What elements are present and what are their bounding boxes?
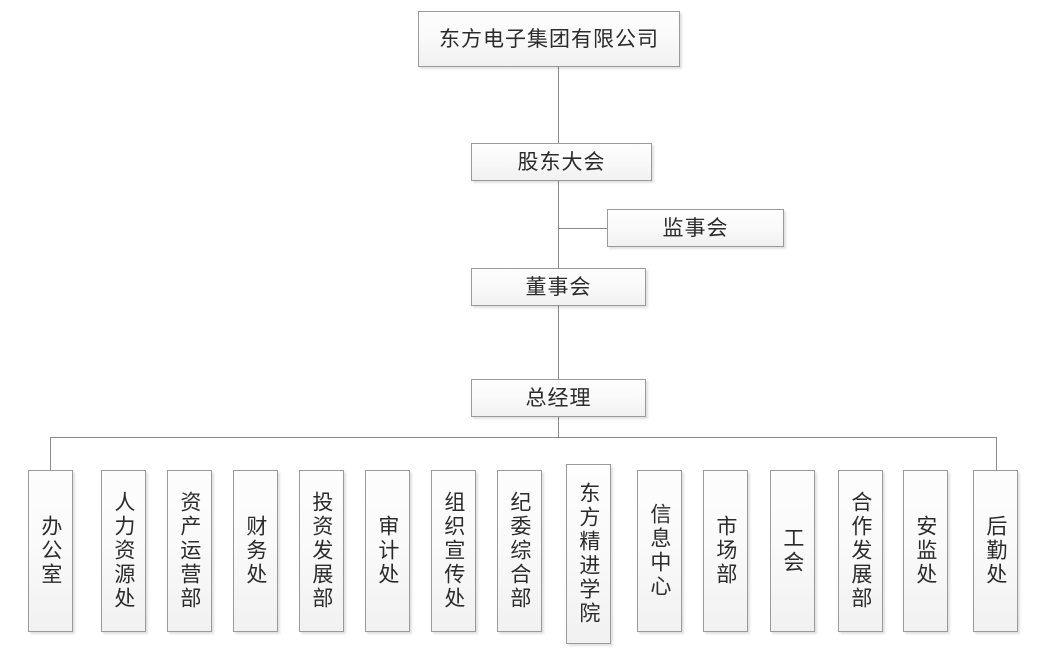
- org-node-board-of-directors[interactable]: 董事会: [471, 268, 646, 306]
- org-node-department-label: 合作发展部: [848, 491, 873, 611]
- org-node-department-label: 纪委综合部: [507, 491, 532, 611]
- org-node-department[interactable]: 资产运营部: [167, 470, 212, 632]
- org-node-general-manager[interactable]: 总经理: [471, 379, 646, 417]
- connector-shareholders-to-directors: [558, 181, 559, 268]
- org-node-department-label: 安监处: [913, 515, 938, 587]
- org-node-department[interactable]: 工会: [770, 470, 815, 632]
- org-node-company-label: 东方电子集团有限公司: [439, 26, 659, 51]
- org-node-department-label: 资产运营部: [177, 491, 202, 611]
- org-node-department-label: 信息中心: [647, 503, 672, 599]
- org-node-company[interactable]: 东方电子集团有限公司: [418, 11, 680, 67]
- org-node-department-label: 人力资源处: [111, 491, 136, 611]
- org-node-department-label: 市场部: [713, 515, 738, 587]
- org-node-board-of-supervisors[interactable]: 监事会: [607, 209, 784, 247]
- connector-directors-to-manager: [558, 306, 559, 379]
- connector-company-to-shareholders: [558, 67, 559, 143]
- org-node-shareholders-meeting-label: 股东大会: [517, 149, 606, 174]
- org-node-department[interactable]: 安监处: [903, 470, 948, 632]
- org-node-department-label: 办公室: [38, 515, 63, 587]
- org-node-department-label: 组织宣传处: [441, 491, 466, 611]
- org-node-department-label: 财务处: [243, 515, 268, 587]
- connector-bus-to-last-department: [996, 437, 997, 470]
- org-node-department[interactable]: 投资发展部: [299, 470, 344, 632]
- org-node-department[interactable]: 财务处: [233, 470, 278, 632]
- org-node-board-of-supervisors-label: 监事会: [662, 215, 729, 240]
- org-node-department[interactable]: 人力资源处: [101, 470, 146, 632]
- org-node-board-of-directors-label: 董事会: [525, 274, 592, 299]
- org-node-shareholders-meeting[interactable]: 股东大会: [471, 143, 652, 181]
- org-node-department-label: 后勤处: [983, 515, 1008, 587]
- org-node-department[interactable]: 东方精进学院: [566, 464, 611, 644]
- org-node-department[interactable]: 纪委综合部: [497, 470, 542, 632]
- org-node-department-label: 东方精进学院: [576, 482, 601, 626]
- org-node-department-label: 审计处: [375, 515, 400, 587]
- org-node-department[interactable]: 合作发展部: [838, 470, 883, 632]
- org-node-department[interactable]: 市场部: [703, 470, 748, 632]
- org-node-department-label: 投资发展部: [309, 491, 334, 611]
- org-node-department[interactable]: 审计处: [365, 470, 410, 632]
- org-node-department[interactable]: 办公室: [28, 470, 73, 632]
- org-node-department-label: 工会: [780, 527, 805, 575]
- connector-supervisors-branch: [558, 228, 607, 229]
- org-node-department[interactable]: 信息中心: [637, 470, 682, 632]
- org-node-general-manager-label: 总经理: [525, 385, 592, 410]
- org-node-department[interactable]: 后勤处: [973, 470, 1018, 632]
- connector-manager-to-bus: [558, 417, 559, 437]
- connector-department-bus: [50, 437, 996, 438]
- org-node-department[interactable]: 组织宣传处: [431, 470, 476, 632]
- connector-bus-to-first-department: [50, 437, 51, 470]
